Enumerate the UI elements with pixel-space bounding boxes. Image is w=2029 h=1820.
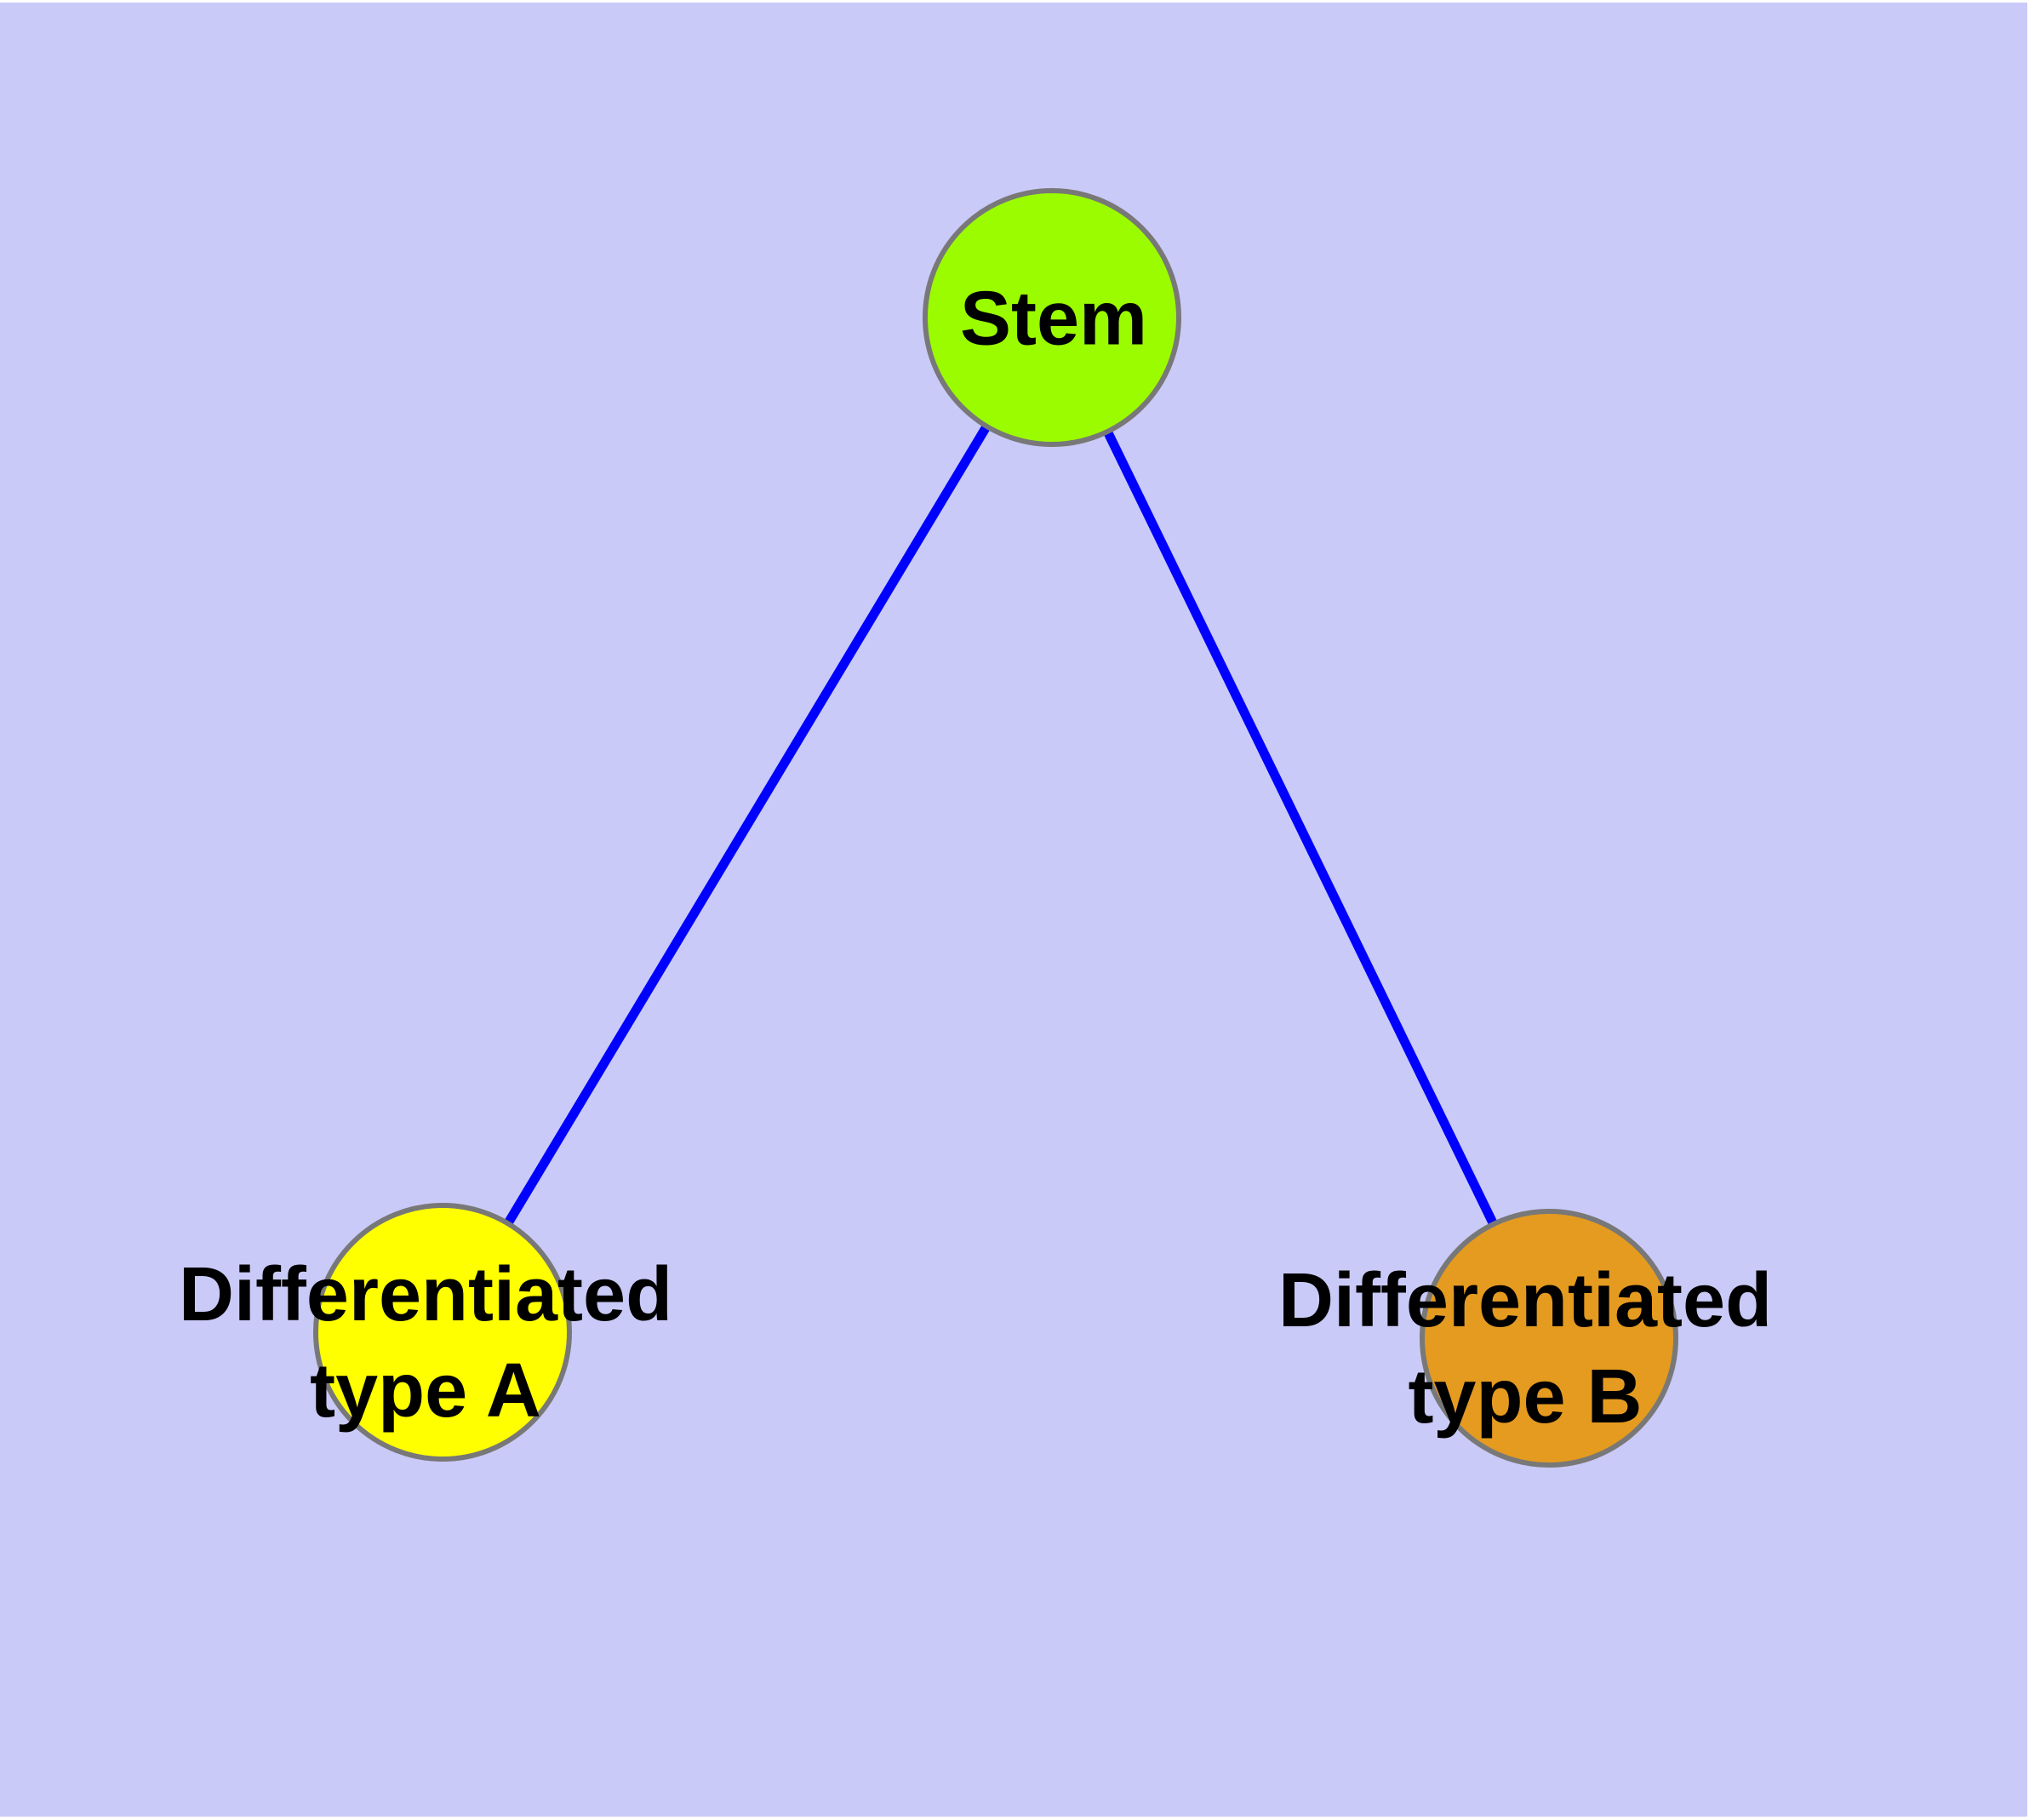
node-stem	[923, 188, 1181, 447]
node-label-type-a-line1: Differentiated	[178, 1252, 673, 1337]
graph-diagram: Stem Differentiated type A Differentiate…	[0, 3, 2027, 1817]
node-type-a	[313, 1203, 572, 1462]
graph-svg	[0, 3, 2027, 1817]
node-label-type-b-line2: type B	[1408, 1354, 1643, 1439]
node-label-type-b: Differentiated type B	[1278, 1253, 1772, 1445]
edge-stem-to-type-b	[1048, 315, 1553, 1341]
node-label-type-a-line2: type A	[310, 1348, 541, 1434]
node-label-type-b-line1: Differentiated	[1277, 1258, 1773, 1343]
node-label-type-a: Differentiated type A	[179, 1247, 672, 1439]
node-label-stem: Stem	[959, 276, 1148, 362]
node-type-b	[1420, 1209, 1678, 1468]
edge-stem-to-type-a	[438, 315, 1056, 1335]
